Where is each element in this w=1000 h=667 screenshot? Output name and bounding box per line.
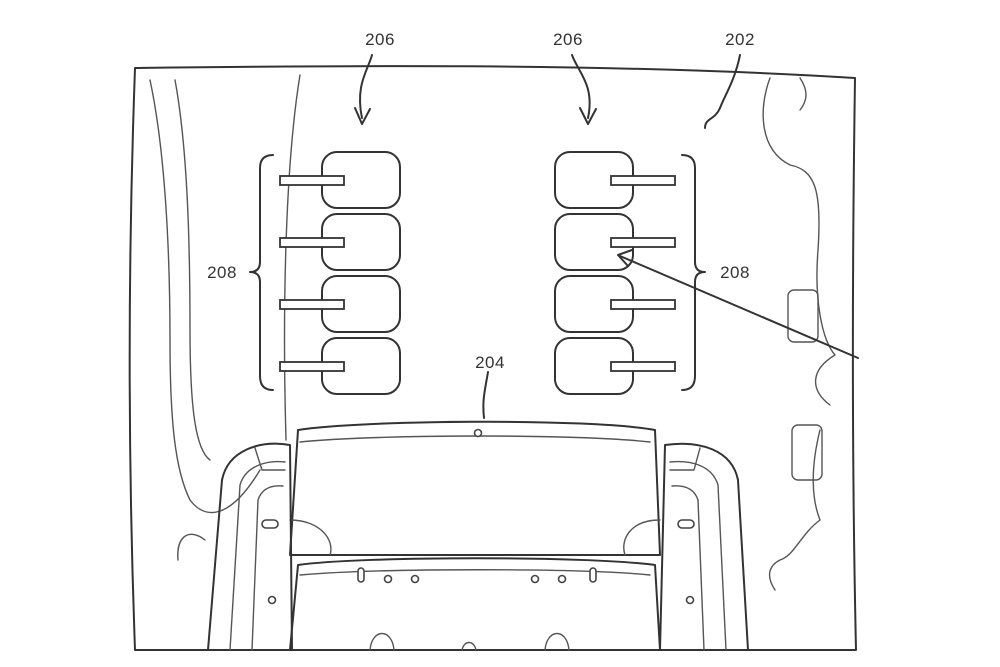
pointer-arrow [617,249,859,359]
brace-right [681,154,706,391]
lead-right-3 [610,299,676,310]
label-202: 202 [725,30,755,49]
leader-204 [482,371,489,419]
lead-right-4 [610,361,676,372]
label-206-right: 206 [553,30,583,49]
lead-left-4 [279,361,345,372]
label-208-right: 208 [720,263,750,282]
right-pad-array [554,151,676,395]
brace-left [249,154,274,391]
lead-right-1 [610,175,676,186]
lead-left-3 [279,299,345,310]
lead-left-2 [279,237,345,248]
arrow-right-206 [571,54,597,125]
left-pad-array [279,151,401,395]
right-trim-contours [762,77,836,591]
leader-202 [704,54,741,129]
label-204: 204 [475,353,505,372]
lead-right-2 [610,237,676,248]
left-trim-contours [149,74,301,561]
console-front-panel [289,420,661,556]
console-assembly [207,420,749,651]
lead-left-1 [279,175,345,186]
headliner-outline [128,65,857,651]
label-208-left: 208 [207,263,237,282]
label-206-left: 206 [365,30,395,49]
arrow-left-206 [354,54,373,125]
